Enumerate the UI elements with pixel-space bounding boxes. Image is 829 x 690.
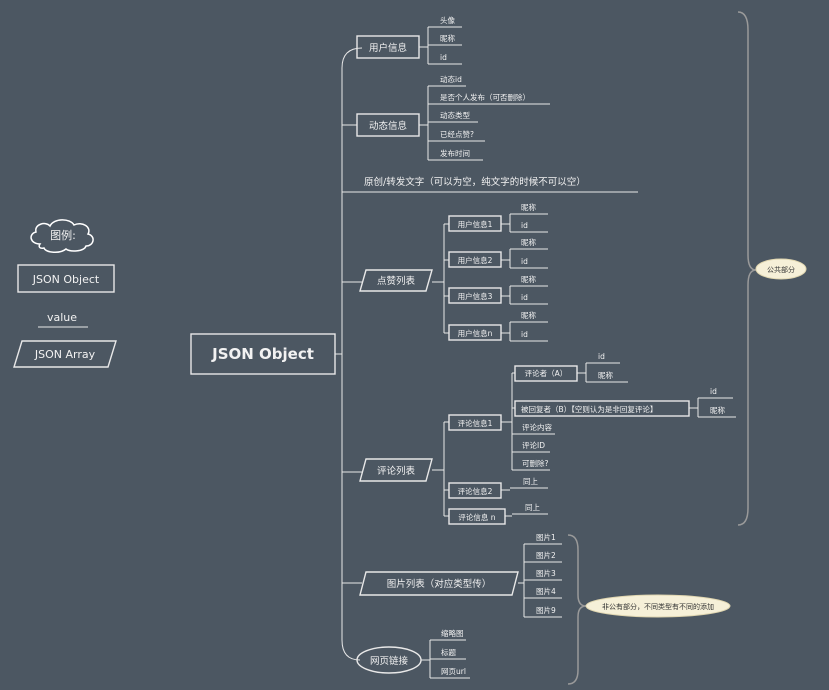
image-item: 图片9 xyxy=(536,605,556,615)
root-label: JSON Object xyxy=(211,345,314,363)
image-item: 图片1 xyxy=(536,532,556,542)
private-brace xyxy=(567,534,587,685)
legend-object: JSON Object xyxy=(17,264,115,293)
user-info-item: id xyxy=(440,53,447,62)
branch-link: 网页链接 缩略图 标题 网页url xyxy=(356,628,470,679)
comment-info-2-note: 同上 xyxy=(523,477,538,486)
like-user-field: id xyxy=(521,257,528,266)
link-item: 标题 xyxy=(441,647,456,657)
comment-info-2: 评论信息2 xyxy=(458,486,493,496)
like-user: 用户信息n xyxy=(458,328,493,338)
private-callout-text: 非公有部分，不同类型有不同的添加 xyxy=(602,602,714,611)
link-label: 网页链接 xyxy=(370,655,409,667)
public-brace xyxy=(737,11,757,526)
comment-extra: 可删除? xyxy=(522,458,548,468)
legend: 图例: JSON Object value JSON Array xyxy=(13,219,117,368)
user-info-item: 头像 xyxy=(440,15,455,25)
like-user-field: 昵称 xyxy=(521,310,536,320)
like-user-field: 昵称 xyxy=(521,274,536,284)
like-user-field: id xyxy=(521,293,528,302)
post-info-item: 已经点赞? xyxy=(440,129,474,139)
image-item: 图片4 xyxy=(536,586,556,596)
private-callout: 非公有部分，不同类型有不同的添加 xyxy=(585,594,731,618)
branch-images: 图片列表（对应类型传） 图片1 图片2 图片3 图片4 图片9 xyxy=(359,532,562,618)
post-info-item: 是否个人发布（可否删除） xyxy=(440,92,530,102)
user-info-item: 昵称 xyxy=(440,33,455,43)
like-user: 用户信息1 xyxy=(458,219,493,229)
replied-label: 被回复者（B）【空则认为是非回复评论】 xyxy=(521,404,657,414)
like-user-field: id xyxy=(521,221,528,230)
comment-info-1: 评论信息1 xyxy=(458,418,493,428)
legend-value: value xyxy=(38,311,88,328)
like-user: 用户信息2 xyxy=(458,255,493,265)
branch-post-info: 动态信息 动态id 是否个人发布（可否删除） 动态类型 已经点赞? 发布时间 xyxy=(356,74,550,161)
link-item: 网页url xyxy=(441,667,466,676)
text-label: 原创/转发文字（可以为空，纯文字的时候不可以空） xyxy=(364,176,586,188)
commenter-field: id xyxy=(598,352,605,361)
legend-object-label: JSON Object xyxy=(32,273,100,286)
legend-value-label: value xyxy=(47,311,77,324)
images-label: 图片列表（对应类型传） xyxy=(387,578,492,590)
like-user: 用户信息3 xyxy=(458,291,493,301)
root-connectors xyxy=(335,47,363,661)
image-item: 图片3 xyxy=(536,568,556,578)
post-info-item: 发布时间 xyxy=(440,148,470,158)
comment-info-n: 评论信息 n xyxy=(458,512,495,522)
replied-field: 昵称 xyxy=(710,405,725,415)
link-item: 缩略图 xyxy=(441,628,464,638)
comment-extra: 评论内容 xyxy=(522,422,552,432)
root-node: JSON Object xyxy=(190,333,336,375)
legend-array-label: JSON Array xyxy=(34,348,96,361)
branch-likes: 点赞列表 用户信息1 昵称 id 用户信息2 昵称 id 用户信息3 昵称 id… xyxy=(359,202,548,342)
post-info-item: 动态id xyxy=(440,74,462,84)
image-item: 图片2 xyxy=(536,550,556,560)
likes-label: 点赞列表 xyxy=(377,275,416,287)
legend-title: 图例: xyxy=(50,228,76,242)
comments-label: 评论列表 xyxy=(377,465,416,477)
public-callout: 公共部分 xyxy=(755,258,807,280)
comment-extra: 评论ID xyxy=(522,440,545,450)
commenter-field: 昵称 xyxy=(598,370,613,380)
comment-info-n-note: 同上 xyxy=(525,503,540,512)
branch-text: 原创/转发文字（可以为空，纯文字的时候不可以空） xyxy=(360,176,638,193)
branch-user-info: 用户信息 头像 昵称 id xyxy=(356,15,462,65)
legend-title-cloud: 图例: xyxy=(30,219,94,253)
branch-comments: 评论列表 评论信息1 评论者（A） id 昵称 被回复者（B）【空则认为是非回复… xyxy=(359,352,736,525)
post-info-label: 动态信息 xyxy=(369,120,407,132)
user-info-label: 用户信息 xyxy=(369,42,407,54)
like-user-field: id xyxy=(521,330,528,339)
public-callout-text: 公共部分 xyxy=(767,265,795,274)
legend-array: JSON Array xyxy=(13,340,117,368)
post-info-item: 动态类型 xyxy=(440,110,470,120)
replied-field: id xyxy=(710,387,717,396)
commenter-label: 评论者（A） xyxy=(525,368,568,378)
like-user-field: 昵称 xyxy=(521,202,536,212)
like-user-field: 昵称 xyxy=(521,237,536,247)
